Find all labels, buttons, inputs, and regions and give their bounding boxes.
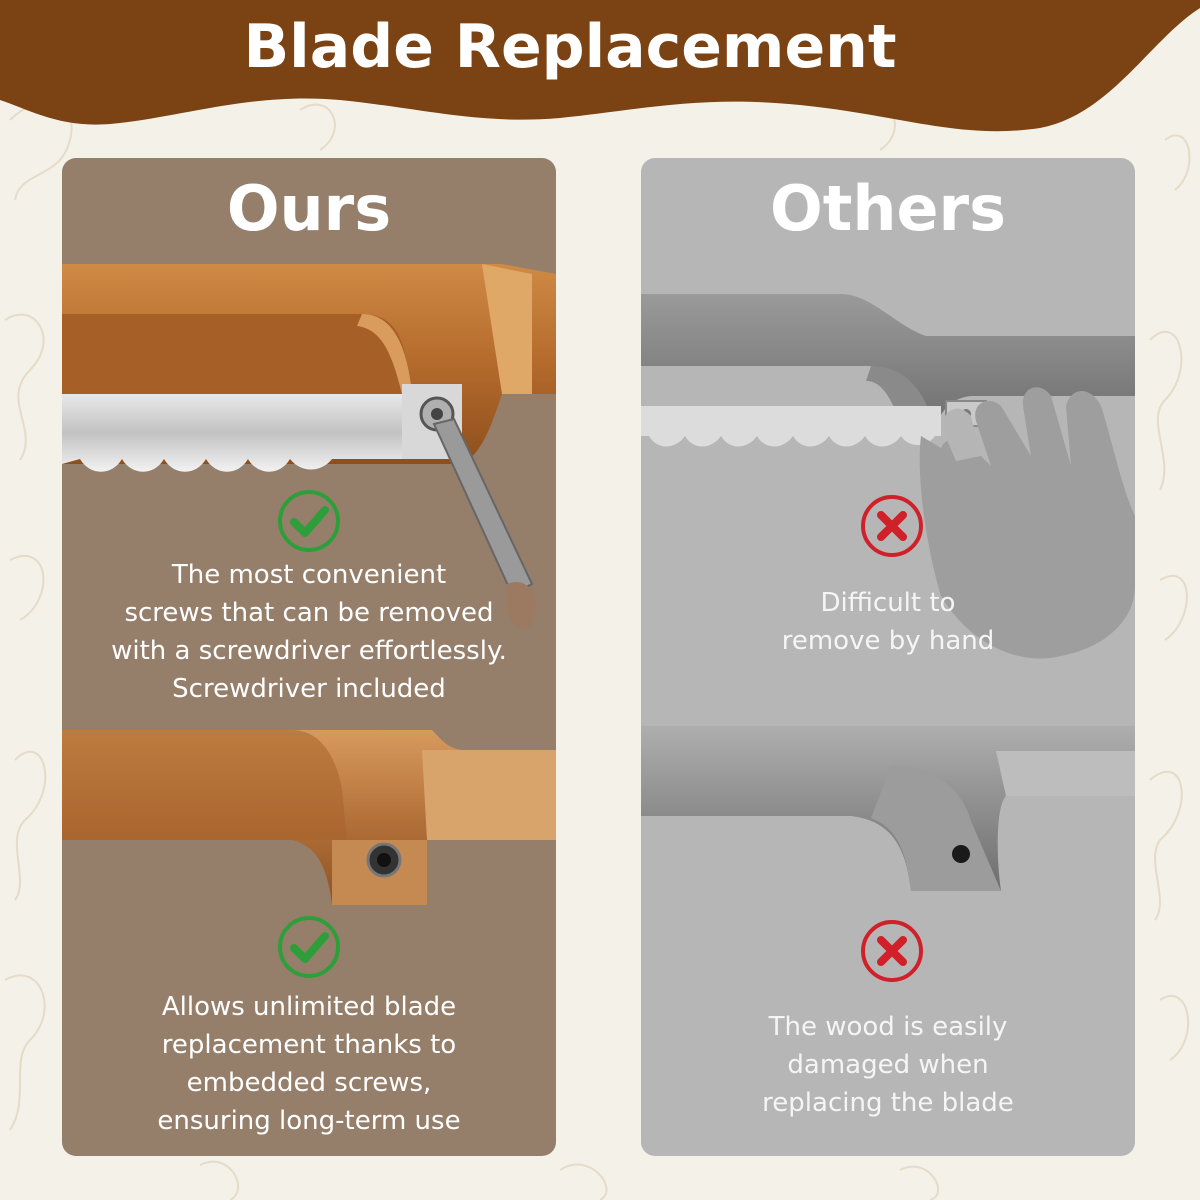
check-icon bbox=[278, 916, 340, 978]
ours-photo-screw-removal bbox=[62, 264, 556, 628]
check-icon bbox=[278, 490, 340, 552]
page-title: Blade Replacement bbox=[243, 12, 897, 82]
ours-title: Ours bbox=[226, 172, 392, 245]
others-feature-2-text: The wood is easily damaged when replacin… bbox=[762, 1012, 1014, 1118]
ours-photo-embedded-screw bbox=[62, 730, 556, 905]
others-feature-1-text: Difficult to remove by hand bbox=[781, 588, 995, 656]
ours-feature-2-text: Allows unlimited blade replacement thank… bbox=[157, 992, 461, 1136]
ours-feature-1-text: The most convenient screws that can be r… bbox=[111, 560, 507, 704]
title-banner bbox=[0, 0, 1200, 132]
others-photo-wood-hole bbox=[641, 726, 1135, 891]
others-title: Others bbox=[769, 172, 1006, 245]
others-panel: Others Difficult to remove by hand bbox=[641, 158, 1135, 1156]
cross-icon bbox=[861, 495, 923, 557]
ours-panel: Ours bbox=[62, 158, 556, 1156]
others-photo-hand-removal bbox=[641, 294, 1135, 659]
cross-icon bbox=[861, 920, 923, 982]
